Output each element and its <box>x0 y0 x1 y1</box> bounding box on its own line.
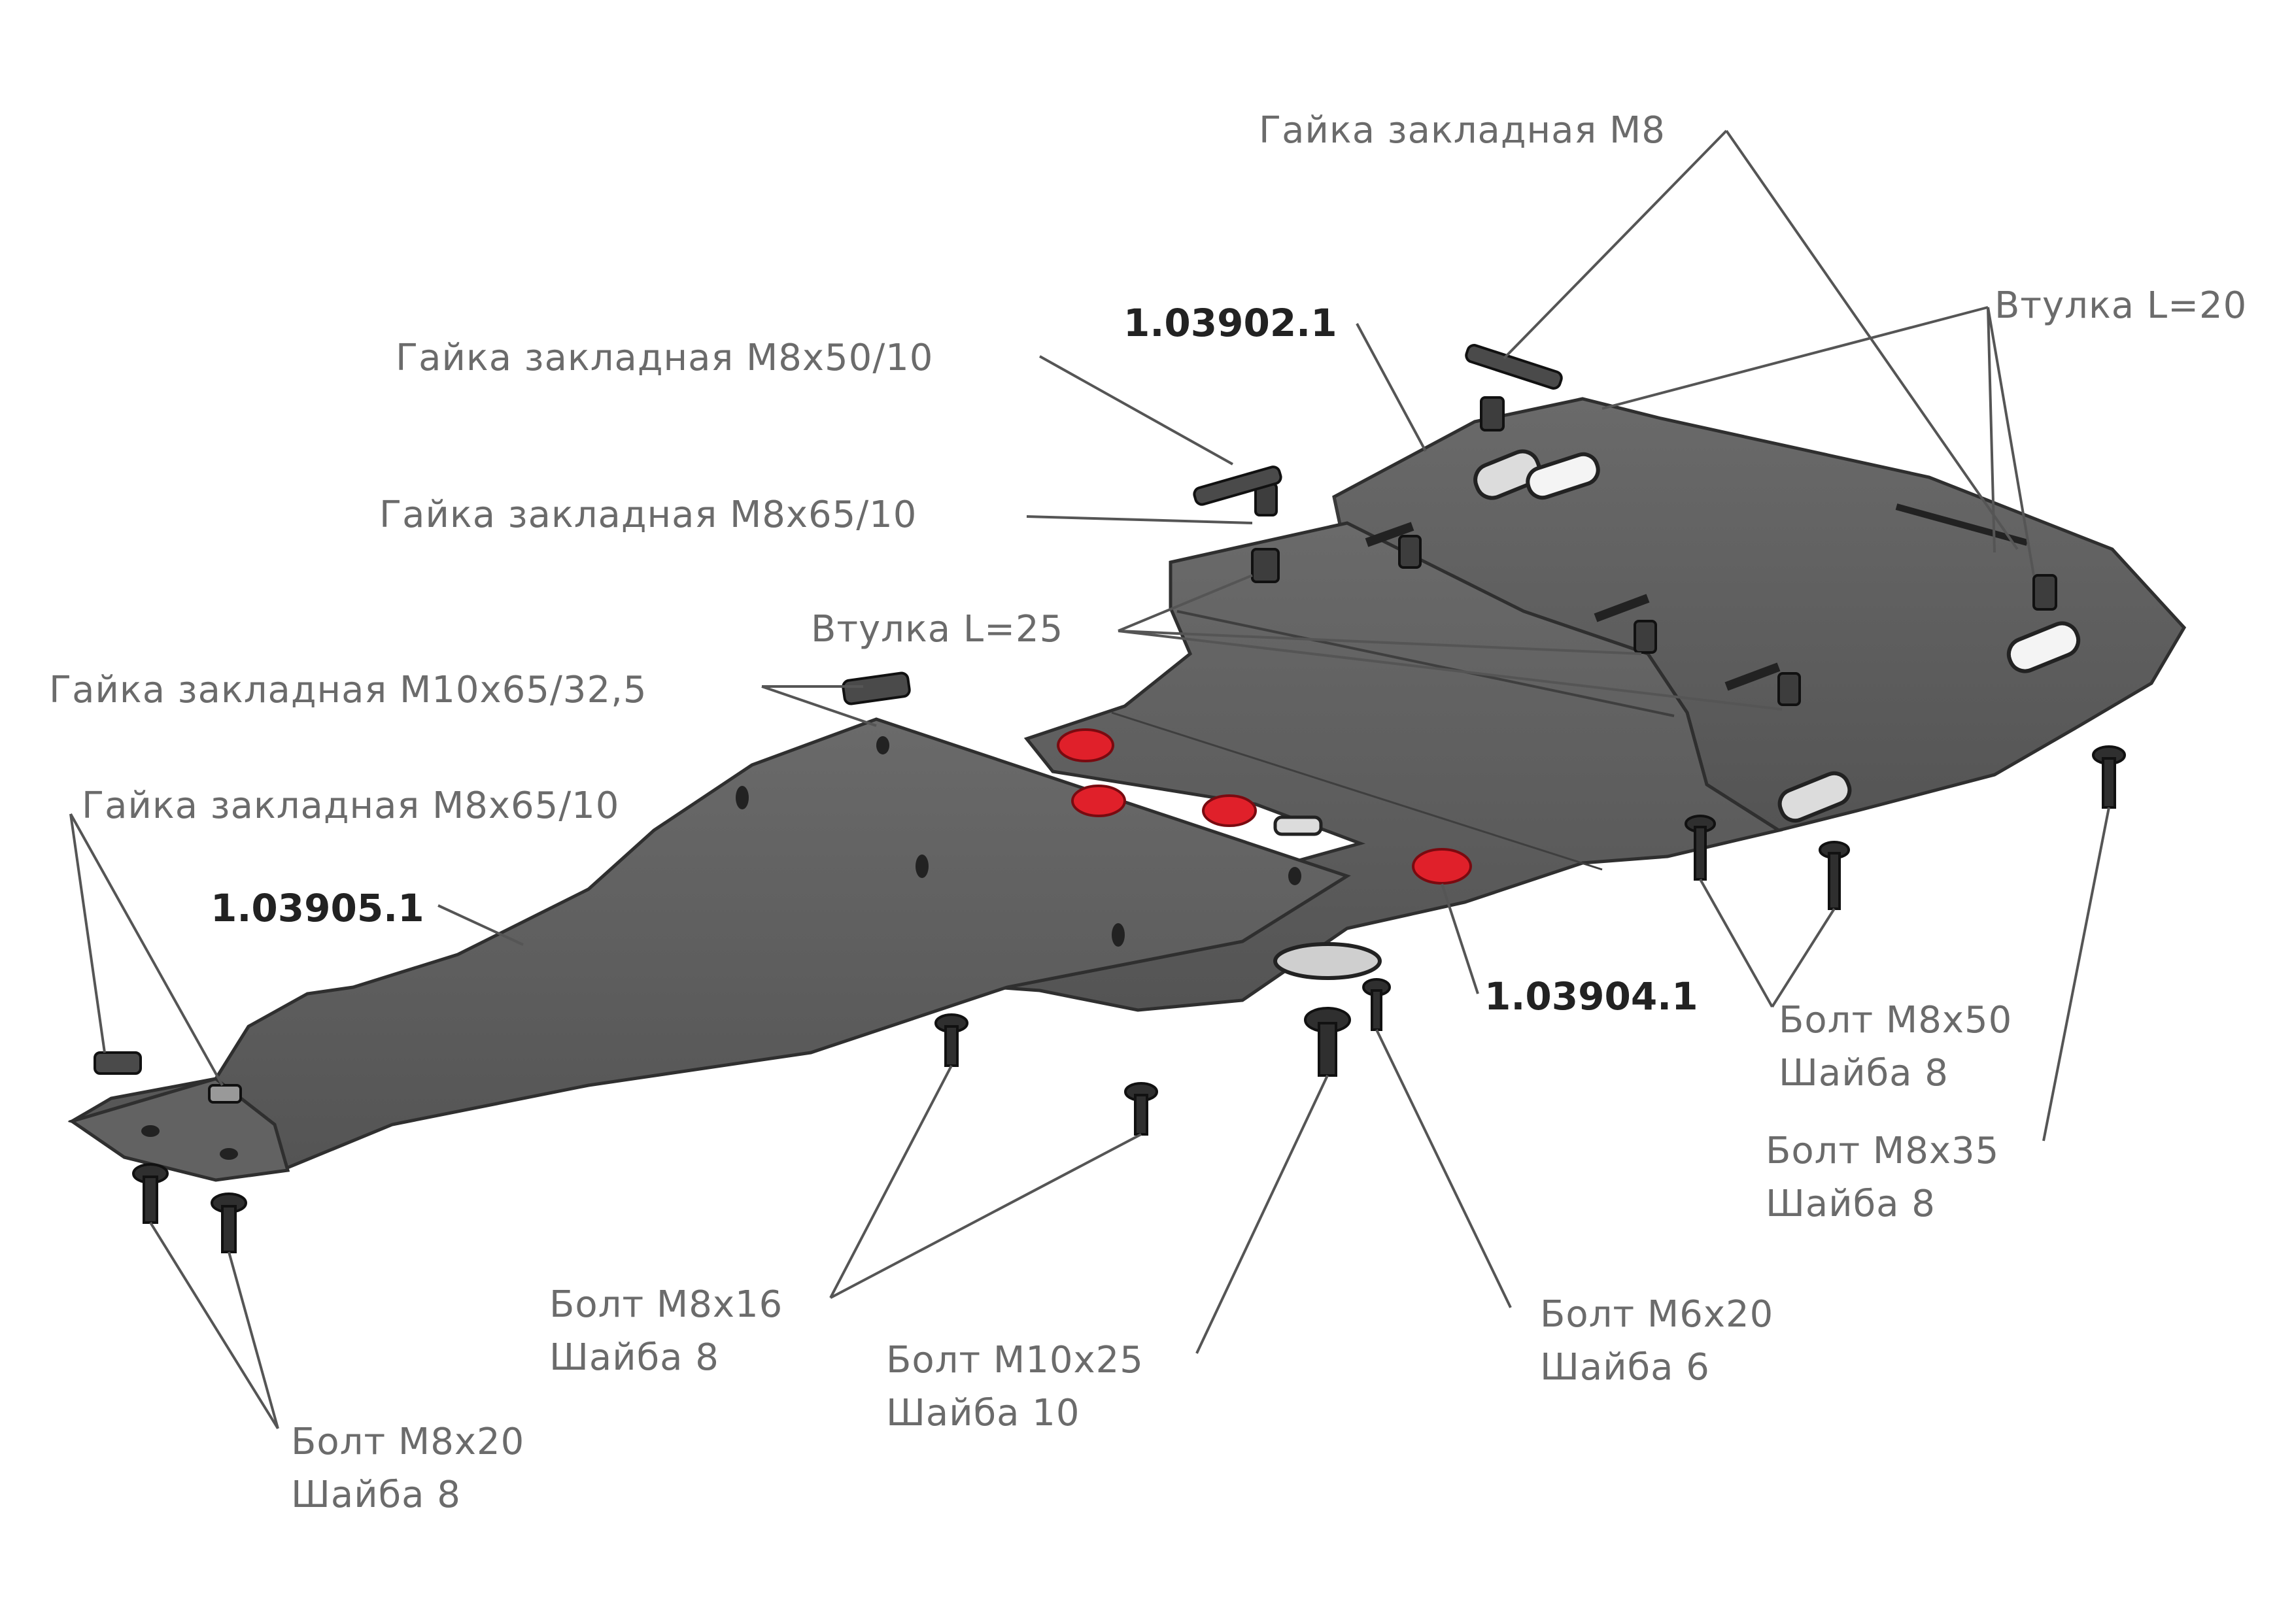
label-washer-6: Шайба 6 <box>1540 1346 1710 1389</box>
label-nut-m8x65-10-left: Гайка закладная М8x65/10 <box>82 785 620 827</box>
label-bushing-l25: Втулка L=25 <box>811 608 1064 651</box>
red-plugs <box>1057 728 1472 885</box>
label-bolt-m8x50: Болт М8x50 <box>1779 999 2013 1041</box>
label-bolt-m6x20: Болт М6x20 <box>1540 1293 1774 1336</box>
label-bolt-m8x20-group: Болт М8x20 Шайба 8 <box>291 1415 524 1521</box>
plate-1-03905-1 <box>67 717 1351 1182</box>
label-bolt-m8x16-group: Болт М8x16 Шайба 8 <box>549 1278 783 1384</box>
label-part-1-03902-1: 1.03902.1 <box>1123 301 1337 345</box>
label-washer-8-d: Шайба 8 <box>291 1474 461 1517</box>
label-washer-8-a: Шайба 8 <box>1779 1052 1949 1095</box>
label-bolt-m8x16: Болт М8x16 <box>549 1283 783 1326</box>
label-bolt-m10x25: Болт М10x25 <box>886 1339 1144 1381</box>
loose-hardware <box>94 344 2126 1253</box>
label-bolt-m6x20-group: Болт М6x20 Шайба 6 <box>1540 1288 1773 1394</box>
label-bolt-m8x35: Болт М8x35 <box>1766 1130 2000 1172</box>
label-nut-m8x50-10: Гайка закладная М8x50/10 <box>396 337 934 379</box>
label-nut-m8: Гайка закладная М8 <box>1259 109 1666 152</box>
plate-1-03902-1 <box>1332 396 2187 832</box>
label-bolt-m10x25-group: Болт М10x25 Шайба 10 <box>886 1334 1144 1440</box>
label-washer-8-c: Шайба 8 <box>549 1336 719 1379</box>
label-nut-m8x65-10-top: Гайка закладная М8x65/10 <box>379 494 917 536</box>
label-washer-10: Шайба 10 <box>886 1392 1080 1435</box>
label-nut-m10x65: Гайка закладная М10x65/32,5 <box>49 669 647 711</box>
label-part-1-03904-1: 1.03904.1 <box>1484 974 1698 1019</box>
label-washer-8-b: Шайба 8 <box>1766 1183 1936 1226</box>
label-bolt-m8x35-group: Болт М8x35 Шайба 8 <box>1766 1125 1999 1230</box>
label-bolt-m8x20: Болт М8x20 <box>291 1421 525 1463</box>
leader-lines <box>69 129 2110 1430</box>
label-part-1-03905-1: 1.03905.1 <box>211 886 424 930</box>
label-bolt-m8x50-group: Болт М8x50 Шайба 8 <box>1779 994 2012 1100</box>
label-bushing-l20: Втулка L=20 <box>1994 284 2248 327</box>
plate-1-03904-1 <box>991 482 1801 1012</box>
